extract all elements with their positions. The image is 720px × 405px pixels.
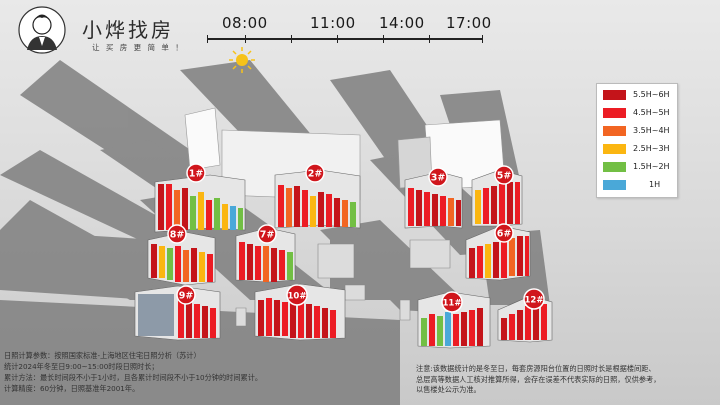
note-line: 总层高等数据人工核对推算所得，会存在误差不代表实际的日照，仅供参考，	[416, 374, 661, 384]
sun-icon	[229, 47, 255, 73]
badge-6#: 6#	[494, 223, 514, 243]
time-label-1700: 17:00	[446, 14, 492, 32]
sunlight-legend: 5.5H~6H 4.5H~5H 3.5H~4H 2.5H~3H 1.5H~2H …	[596, 83, 678, 198]
badge-8#: 8#	[167, 224, 187, 244]
legend-label: 1H	[649, 180, 661, 189]
buildings	[134, 169, 553, 349]
building-5	[471, 169, 523, 227]
legend-label: 2.5H~3H	[633, 144, 670, 153]
timeline-tick	[207, 35, 208, 43]
badge-9#: 9#	[176, 285, 196, 305]
building-7	[235, 227, 296, 283]
badge-label: 12#	[525, 296, 544, 306]
logo-icon	[18, 6, 66, 54]
badge-5#: 5#	[494, 165, 514, 185]
badge-7#: 7#	[257, 224, 277, 244]
legend-label: 5.5H~6H	[633, 90, 670, 99]
building-1	[154, 174, 246, 233]
legend-item: 4.5H~5H	[603, 107, 675, 119]
timeline-tick	[429, 35, 430, 43]
disclaimer-note: 注意:该数据统计的是冬至日，每套房源阳台位置的日照时长是根据楼间距、 总层高等数…	[416, 364, 716, 396]
brand-name: 小烨找房	[82, 18, 174, 42]
building-11	[417, 291, 491, 349]
building-3	[404, 171, 463, 229]
badge-3#: 3#	[428, 167, 448, 187]
legend-label: 1.5H~2H	[633, 162, 670, 171]
badge-label: 11#	[443, 299, 462, 309]
building-10	[254, 283, 346, 341]
badge-label: 5#	[497, 171, 512, 182]
badge-10#: 10#	[286, 284, 308, 306]
building-8	[147, 231, 216, 286]
legend-item: 3.5H~4H	[603, 125, 675, 137]
time-label-0800: 08:00	[222, 14, 268, 32]
params-line: 统计2024年冬至日9:00~15:00时段日照时长；	[4, 362, 159, 371]
note-line: 注意:该数据统计的是冬至日，每套房源阳台位置的日照时长是根据楼间距、	[416, 364, 656, 373]
timeline-tick	[291, 35, 292, 43]
legend-swatch	[603, 90, 626, 100]
legend-item: 1H	[603, 179, 675, 191]
badge-label: 2#	[308, 169, 323, 180]
params-line: 日照计算参数：按照国家标准-上海地区住宅日照分析（苏计）	[4, 351, 201, 360]
badge-label: 6#	[497, 229, 512, 240]
time-label-1400: 14:00	[379, 14, 425, 32]
time-label-1100: 11:00	[310, 14, 356, 32]
badge-label: 1#	[189, 169, 204, 180]
legend-item: 2.5H~3H	[603, 143, 675, 155]
legend-label: 3.5H~4H	[633, 126, 670, 135]
building-2	[274, 169, 361, 229]
badge-label: 9#	[179, 291, 194, 302]
timeline-tick	[383, 35, 384, 43]
legend-swatch	[603, 126, 626, 136]
timeline-tick	[482, 35, 483, 43]
badge-label: 3#	[431, 173, 446, 184]
badge-11#: 11#	[441, 291, 463, 313]
legend-item: 5.5H~6H	[603, 89, 675, 101]
legend-swatch	[603, 162, 626, 172]
brand-slogan: 让 买 房 更 简 单 ！	[92, 43, 185, 52]
legend-label: 4.5H~5H	[633, 108, 670, 117]
badge-2#: 2#	[305, 163, 325, 183]
building-badges: 1# 2# 3# 5# 8# 7# 6# 9# 10# 11# 12#	[167, 163, 545, 313]
badge-label: 10#	[288, 292, 307, 302]
building-9	[134, 285, 221, 341]
badge-1#: 1#	[186, 163, 206, 183]
legend-item: 1.5H~2H	[603, 161, 675, 173]
params-line: 累计方法：最长时间段不小于1小时，且各累计时间段不小于10分钟的时间累计。	[4, 373, 263, 382]
timeline-bar	[207, 38, 483, 40]
legend-swatch	[603, 180, 626, 190]
building-6	[465, 225, 531, 281]
badge-12#: 12#	[523, 288, 545, 310]
timeline-tick	[337, 35, 338, 43]
calculation-params: 日照计算参数：按照国家标准-上海地区住宅日照分析（苏计） 统计2024年冬至日9…	[4, 350, 262, 394]
note-line: 以售楼处公示为准。	[416, 385, 481, 394]
badge-label: 8#	[170, 230, 185, 241]
legend-swatch	[603, 144, 626, 154]
legend-swatch	[603, 108, 626, 118]
timeline-tick	[245, 35, 246, 43]
params-line: 计算精度：60分钟，日照基准年2001年。	[4, 384, 140, 393]
badge-label: 7#	[260, 230, 275, 241]
